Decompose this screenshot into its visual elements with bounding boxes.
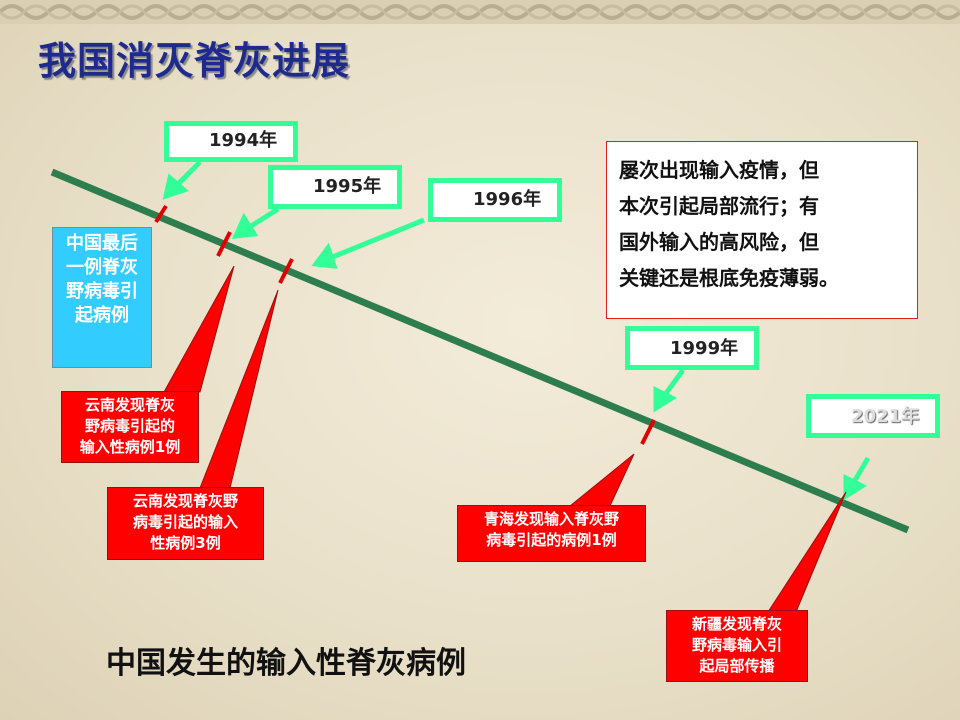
- callout-line: 云南发现脊灰野: [132, 492, 238, 510]
- arrow-1994: [174, 160, 202, 188]
- callout-xinjiang: 新疆发现脊灰 野病毒输入引 起局部传播: [666, 610, 808, 682]
- callout-line: 病毒引起的输入: [132, 513, 238, 531]
- arrow-2021: [851, 456, 871, 484]
- decorative-border: [0, 0, 960, 24]
- timeline-line: [50, 168, 910, 534]
- year-label: 1994年: [209, 130, 278, 151]
- arrow-1996: [329, 217, 425, 261]
- tick-1994: [154, 204, 168, 224]
- callout-line: 起局部传播: [699, 657, 775, 675]
- note-line: 屡次出现输入疫情，但: [619, 158, 819, 182]
- slide-caption: 中国发生的输入性脊灰病例: [106, 646, 466, 681]
- callout-line: 新疆发现脊灰: [691, 615, 782, 633]
- wedge-qinghai: [568, 453, 635, 507]
- callout-yunnan-1995: 云南发现脊灰野 病毒引起的输入 性病例3例: [107, 487, 264, 560]
- callout-qinghai: 青海发现输入脊灰野 病毒引起的病例1例: [457, 505, 646, 562]
- callout-line: 云南发现脊灰: [84, 396, 175, 414]
- year-box-1999: 1999年: [625, 326, 759, 370]
- wedge-xinjiang: [767, 491, 847, 613]
- callout-last-wild-case: 中国最后一例脊灰野病毒引起病例: [52, 227, 152, 368]
- year-label: 1996年: [473, 189, 542, 210]
- tick-1995: [216, 231, 232, 257]
- arrow-1999: [661, 368, 686, 398]
- tick-1999: [640, 419, 656, 445]
- note-box: 屡次出现输入疫情，但 本次引起局部流行；有 国外输入的高风险，但 关键还是根底免…: [606, 141, 918, 319]
- note-line: 国外输入的高风险，但: [619, 230, 819, 254]
- callout-line: 野病毒输入引: [691, 636, 782, 654]
- callout-line: 青海发现输入脊灰野: [483, 510, 619, 528]
- year-label: 1995年: [313, 176, 382, 197]
- year-label: 2021年: [851, 406, 920, 427]
- arrow-1995: [246, 206, 280, 231]
- callout-text: 中国最后一例脊灰野病毒引起病例: [66, 233, 138, 326]
- wedge-yunnan-1994: [163, 265, 235, 393]
- callout-line: 输入性病例1例: [79, 438, 181, 456]
- callout-line: 病毒引起的病例1例: [486, 531, 617, 549]
- year-box-1995: 1995年: [268, 165, 402, 209]
- tick-1996: [278, 258, 294, 284]
- note-line: 本次引起局部流行；有: [619, 194, 819, 218]
- year-box-1994: 1994年: [164, 121, 298, 162]
- callout-line: 野病毒引起的: [84, 417, 175, 435]
- callout-line: 性病例3例: [150, 534, 221, 552]
- note-line: 关键还是根底免疫薄弱。: [619, 266, 839, 290]
- year-label: 1999年: [670, 338, 739, 359]
- year-box-1996: 1996年: [428, 178, 562, 222]
- year-box-2021: 2021年: [806, 394, 940, 438]
- callout-yunnan-1994: 云南发现脊灰 野病毒引起的 输入性病例1例: [61, 391, 199, 463]
- slide-title: 我国消灭脊灰进展: [38, 39, 351, 83]
